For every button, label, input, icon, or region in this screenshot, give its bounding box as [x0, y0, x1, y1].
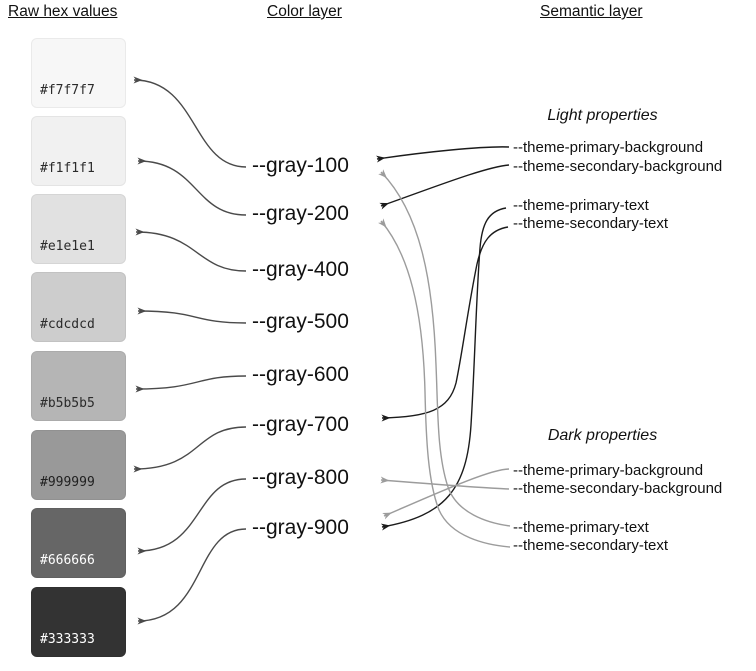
arrow-light-primary-bg [376, 146, 510, 163]
hex-value-label: #333333 [40, 632, 95, 647]
light-properties-title: Light properties [547, 107, 658, 124]
dark-theme-secondary-background-label: --theme-secondary-background [513, 480, 723, 497]
arrow-gray-200-to-hex [137, 157, 247, 216]
light-theme-secondary-background-label: --theme-secondary-background [513, 158, 723, 175]
swatch-999999: #999999 [31, 430, 126, 500]
arrow-dark-secondary-text [378, 218, 511, 548]
arrow-gray-700-to-hex [133, 426, 247, 473]
arrow-gray-400-to-hex [135, 228, 247, 272]
hex-value-label: #f1f1f1 [40, 161, 95, 176]
token-gray-900: --gray-900 [252, 516, 349, 539]
hex-value-label: #999999 [40, 475, 95, 490]
token-gray-400: --gray-400 [252, 258, 349, 281]
arrow-gray-900-to-hex [137, 528, 247, 625]
hex-value-label: #e1e1e1 [40, 239, 95, 254]
arrow-light-primary-text [380, 207, 507, 531]
arrow-dark-primary-bg [382, 468, 510, 520]
token-gray-700: --gray-700 [252, 413, 349, 436]
color-layer-header: Color layer [267, 3, 342, 20]
arrow-dark-secondary-bg [380, 476, 510, 490]
token-gray-500: --gray-500 [252, 310, 349, 333]
hex-value-label: #666666 [40, 553, 95, 568]
light-theme-primary-background-label: --theme-primary-background [513, 139, 704, 156]
token-gray-200: --gray-200 [252, 202, 349, 225]
hex-value-label: #f7f7f7 [40, 83, 95, 98]
semantic-layer-header: Semantic layer [540, 3, 643, 20]
hex-value-label: #cdcdcd [40, 317, 95, 332]
light-theme-secondary-text-label: --theme-secondary-text [513, 215, 669, 232]
swatch-cdcdcd: #cdcdcd [31, 272, 126, 342]
swatch-b5b5b5: #b5b5b5 [31, 351, 126, 421]
swatch-e1e1e1: #e1e1e1 [31, 194, 126, 264]
swatch-666666: #666666 [31, 508, 126, 578]
arrow-light-secondary-bg [379, 164, 510, 210]
dark-properties-title: Dark properties [547, 427, 658, 444]
dark-theme-primary-text-label: --theme-primary-text [513, 519, 649, 536]
hex-value-label: #b5b5b5 [40, 396, 95, 411]
arrow-gray-800-to-hex [137, 478, 247, 555]
token-gray-800: --gray-800 [252, 466, 349, 489]
arrow-gray-600-to-hex [135, 375, 247, 393]
dark-theme-primary-background-label: --theme-primary-background [513, 462, 704, 479]
arrow-dark-primary-text [378, 169, 511, 527]
arrow-gray-100-to-hex [133, 76, 247, 168]
token-gray-100: --gray-100 [252, 154, 349, 177]
token-gray-600: --gray-600 [252, 363, 349, 386]
light-theme-primary-text-label: --theme-primary-text [513, 197, 649, 214]
arrow-light-secondary-text [381, 226, 509, 422]
swatch-f1f1f1: #f1f1f1 [31, 116, 126, 186]
swatch-333333: #333333 [31, 587, 126, 657]
dark-theme-secondary-text-label: --theme-secondary-text [513, 537, 669, 554]
raw-hex-values-header: Raw hex values [8, 3, 118, 20]
swatch-f7f7f7: #f7f7f7 [31, 38, 126, 108]
arrow-gray-500-to-hex [137, 307, 247, 324]
